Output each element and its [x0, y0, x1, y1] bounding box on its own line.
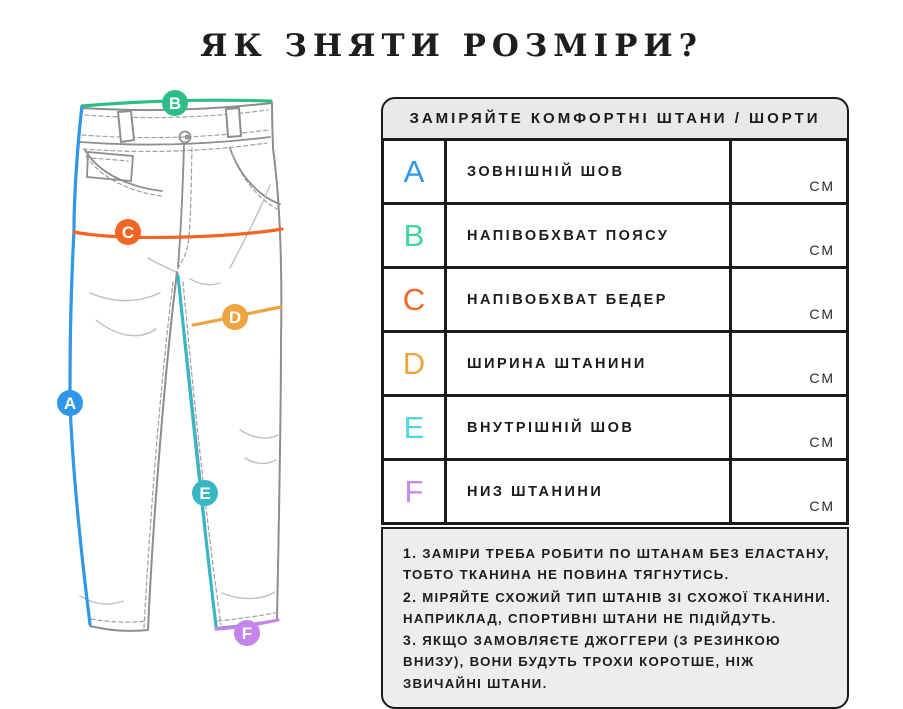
- note-2-number: 2.: [403, 588, 418, 605]
- row-f-label: НИЗ ШТАНИНИ: [444, 458, 732, 525]
- marker-f-letter: F: [242, 624, 252, 643]
- row-a-letter: A: [381, 138, 447, 205]
- waistband-stitch-bottom: [81, 129, 269, 139]
- table-row-d: D ШИРИНА ШТАНИНИ СМ: [381, 330, 849, 397]
- marker-c-letter: C: [122, 223, 134, 242]
- table-row-e: E ВНУТРІШНІЙ ШОВ СМ: [381, 394, 849, 461]
- pants-measurement-diagram: A B C D E F: [40, 88, 320, 658]
- row-f-letter: F: [381, 458, 447, 525]
- note-3: 3. ЯКЩО ЗАМОВЛЯЄТЕ ДЖОГГЕРИ (З РЕЗИНКОЮ …: [403, 629, 831, 694]
- table-header: ЗАМІРЯЙТЕ КОМФОРТНІ ШТАНИ / ШОРТИ: [381, 97, 849, 140]
- wrinkle-right-knee-1: [239, 429, 279, 439]
- row-b-letter: B: [381, 202, 447, 269]
- hem-stitch-left: [90, 618, 147, 623]
- row-c-value-cell: СМ: [729, 266, 849, 333]
- marker-b-letter: B: [169, 94, 181, 113]
- hem-stitch-right: [217, 612, 276, 622]
- belt-loop-left: [117, 110, 135, 143]
- row-c-label: НАПІВОБХВАТ БЕДЕР: [444, 266, 732, 333]
- inner-seam-stitch-left: [143, 281, 174, 629]
- wrinkle-right-knee-2: [244, 457, 277, 465]
- notes-box: 1. ЗАМІРИ ТРЕБА РОБИТИ ПО ШТАНАМ БЕЗ ЕЛА…: [381, 527, 849, 709]
- row-c-letter: C: [381, 266, 447, 333]
- table-row-b: B НАПІВОБХВАТ ПОЯСУ СМ: [381, 202, 849, 269]
- waistband-stitch-top: [84, 109, 269, 119]
- fly-seam: [177, 143, 185, 269]
- waistband-line: [79, 136, 271, 146]
- note-1-text: ЗАМІРИ ТРЕБА РОБИТИ ПО ШТАНАМ БЕЗ ЕЛАСТА…: [403, 546, 830, 583]
- measurement-panel: ЗАМІРЯЙТЕ КОМФОРТНІ ШТАНИ / ШОРТИ A ЗОВН…: [381, 97, 849, 709]
- button: [178, 130, 192, 144]
- measure-line-e-inner-seam: [176, 274, 218, 628]
- note-3-text: ЯКЩО ЗАМОВЛЯЄТЕ ДЖОГГЕРИ (З РЕЗИНКОЮ ВНИ…: [403, 633, 781, 691]
- table-row-f: F НИЗ ШТАНИНИ СМ: [381, 458, 849, 525]
- row-b-value-cell: СМ: [729, 202, 849, 269]
- marker-f-circle: [234, 620, 260, 646]
- marker-e-letter: E: [199, 484, 210, 503]
- marker-d: D: [222, 304, 248, 330]
- wrinkle-crotch-right: [189, 278, 221, 286]
- note-2-text: МІРЯЙТЕ СХОЖИЙ ТИП ШТАНІВ ЗІ СХОЖОЇ ТКАН…: [403, 589, 831, 626]
- row-a-label: ЗОВНІШНІЙ ШОВ: [444, 138, 732, 205]
- note-1-number: 1.: [403, 545, 418, 561]
- wrinkle-left-thigh: [95, 319, 157, 337]
- waistband-stitch-under: [82, 142, 268, 153]
- marker-b: B: [162, 90, 188, 116]
- watch-pocket-stitch: [91, 157, 129, 162]
- table-row-c: C НАПІВОБХВАТ БЕДЕР СМ: [381, 266, 849, 333]
- marker-d-circle: [222, 304, 248, 330]
- inner-seam-stitch-right: [182, 281, 222, 626]
- wrinkle-left-shin: [79, 595, 124, 605]
- pants-illustration: A B C D E F: [57, 90, 284, 646]
- button-hole: [184, 134, 190, 140]
- marker-a-letter: A: [64, 394, 76, 413]
- row-a-value-cell: СМ: [729, 138, 849, 205]
- row-c-unit: СМ: [809, 306, 835, 322]
- marker-f: F: [234, 620, 260, 646]
- belt-loop-right: [225, 107, 242, 138]
- marker-c: C: [115, 219, 141, 245]
- wrinkle-left-hip: [89, 292, 161, 302]
- row-f-unit: СМ: [809, 498, 835, 514]
- measure-line-c-hips: [72, 227, 284, 240]
- wrinkle-crotch-left: [147, 257, 177, 273]
- note-1: 1. ЗАМІРИ ТРЕБА РОБИТИ ПО ШТАНАМ БЕЗ ЕЛА…: [403, 542, 831, 586]
- row-d-unit: СМ: [809, 370, 835, 386]
- fly-stitch: [177, 147, 193, 269]
- row-a-unit: СМ: [809, 178, 835, 194]
- row-d-value-cell: СМ: [729, 330, 849, 397]
- marker-c-circle: [115, 219, 141, 245]
- row-d-letter: D: [381, 330, 447, 397]
- watch-pocket: [86, 151, 134, 182]
- marker-a-circle: [57, 390, 83, 416]
- note-2: 2. МІРЯЙТЕ СХОЖИЙ ТИП ШТАНІВ ЗІ СХОЖОЇ Т…: [403, 586, 831, 630]
- marker-e-circle: [192, 480, 218, 506]
- row-d-label: ШИРИНА ШТАНИНИ: [444, 330, 732, 397]
- marker-d-letter: D: [229, 308, 241, 327]
- table-row-a: A ЗОВНІШНІЙ ШОВ СМ: [381, 138, 849, 205]
- row-e-label: ВНУТРІШНІЙ ШОВ: [444, 394, 732, 461]
- page-title: ЯК ЗНЯТИ РОЗМІРИ?: [200, 28, 703, 64]
- wrinkle-right-shin: [221, 591, 276, 600]
- note-3-number: 3.: [403, 632, 418, 649]
- row-e-letter: E: [381, 394, 447, 461]
- measure-line-a-outer-seam: [68, 104, 92, 626]
- pocket-right-stitch: [231, 153, 280, 211]
- marker-e: E: [192, 480, 218, 506]
- row-f-value-cell: СМ: [729, 458, 849, 525]
- row-b-unit: СМ: [809, 242, 835, 258]
- measurement-table: A ЗОВНІШНІЙ ШОВ СМ B НАПІВОБХВАТ ПОЯСУ С…: [381, 138, 849, 525]
- marker-b-circle: [162, 90, 188, 116]
- marker-a: A: [57, 390, 83, 416]
- row-e-unit: СМ: [809, 434, 835, 450]
- pocket-left-stitch: [85, 155, 163, 197]
- row-b-label: НАПІВОБХВАТ ПОЯСУ: [444, 202, 732, 269]
- row-e-value-cell: СМ: [729, 394, 849, 461]
